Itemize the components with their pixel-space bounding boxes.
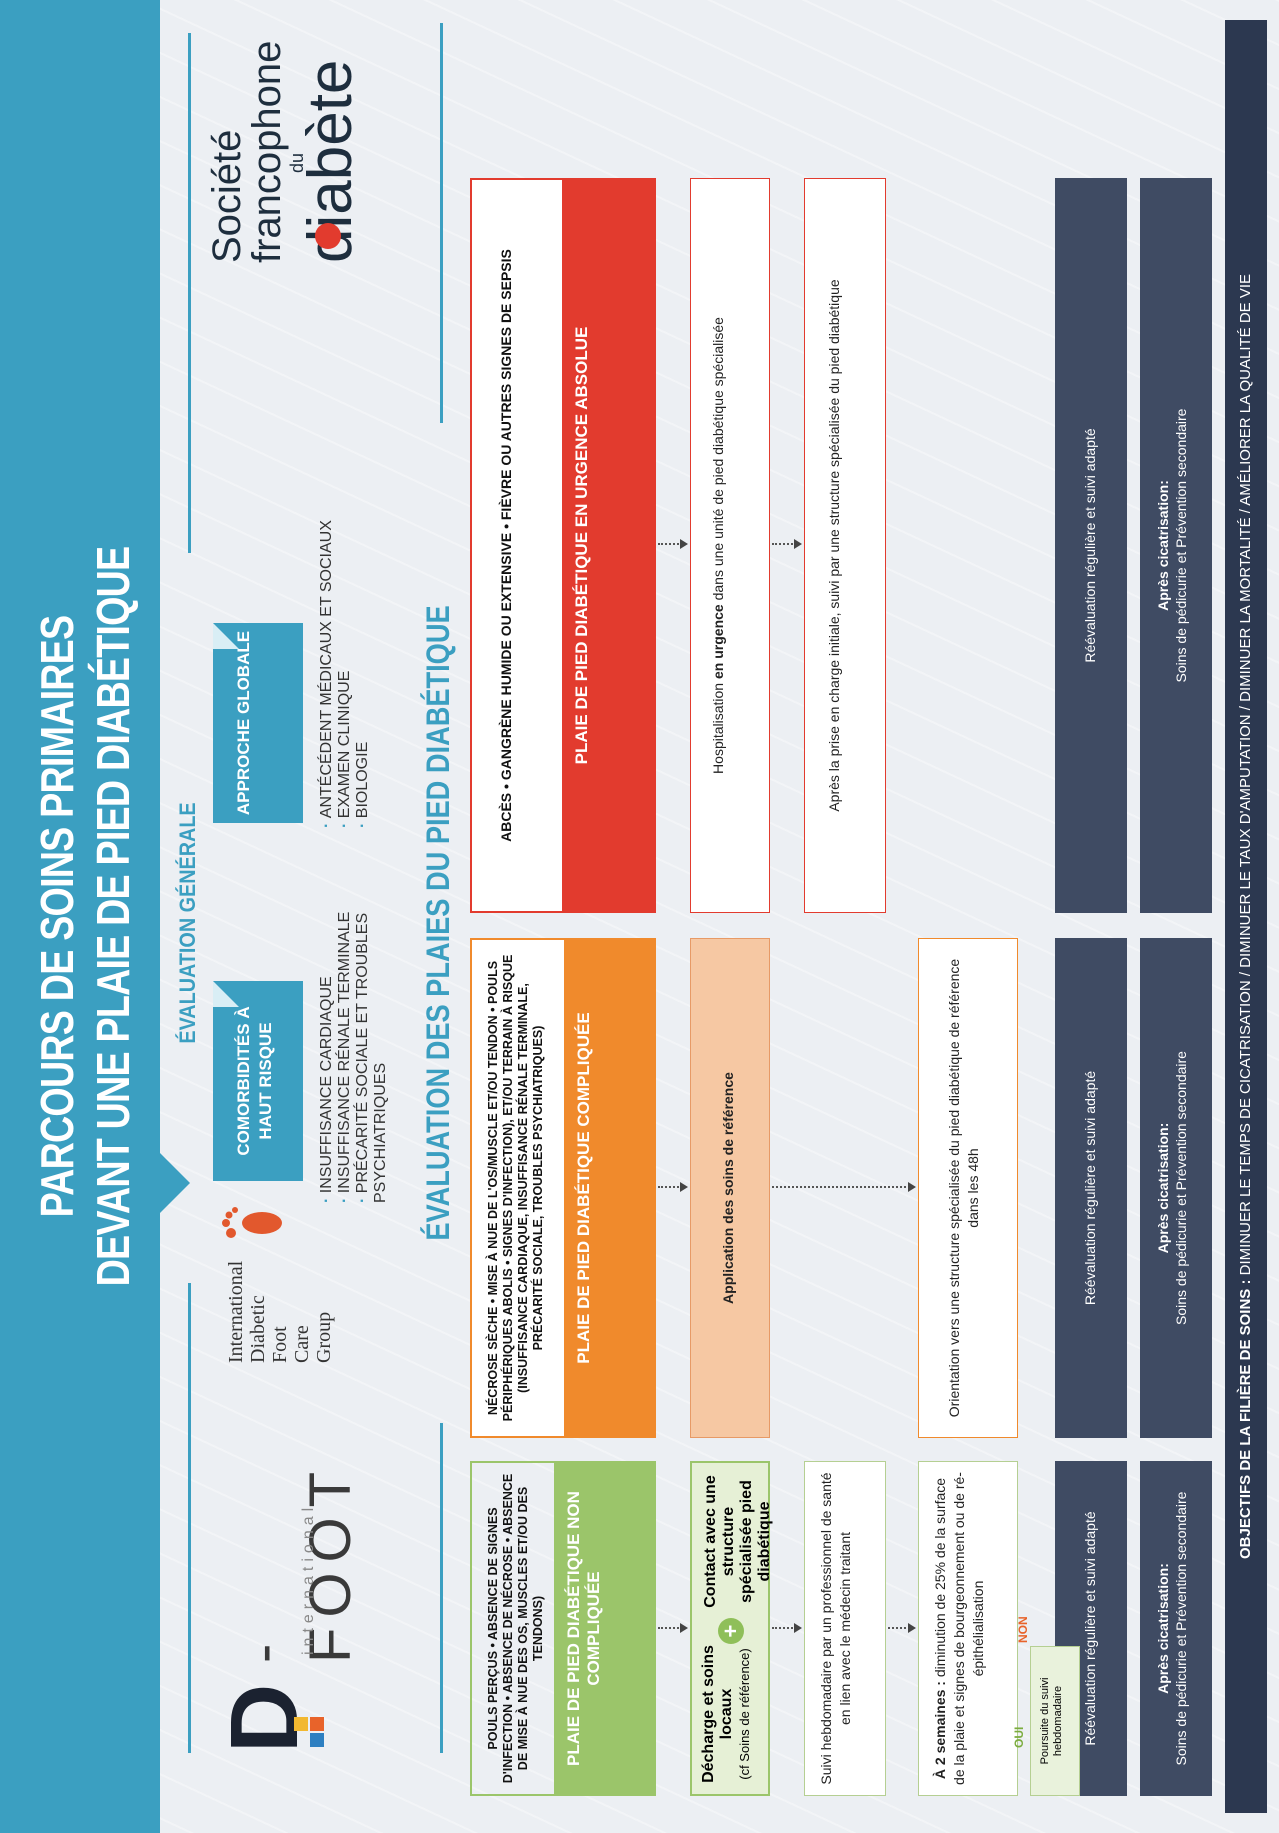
comorbidite-item: INSUFFISANCE RÉNALE TERMINALE (336, 883, 354, 1203)
oui-label: OUI (1012, 1726, 1026, 1748)
plus-icon: + (718, 1618, 744, 1644)
iwgdf-line: International (225, 1260, 247, 1363)
orientation-card: Orientation vers une structure spécialis… (918, 938, 1018, 1438)
section-rule (188, 1283, 191, 1753)
dfoot-logo-square-blue (310, 1733, 324, 1747)
iwgdf-line: Diabetic (247, 1295, 269, 1363)
apres-cicatrisation-box: Après cicatrisation: Soins de pédicurie … (1140, 178, 1212, 913)
hospitalisation-card: Hospitalisation en urgence dans une unit… (690, 178, 770, 913)
plaie-non-compliquee-card: POULS PERÇUS • ABSENCE DE SIGNES D'INFEC… (470, 1461, 656, 1796)
decharge-block: Décharge et soins locaux (cf Soins de ré… (700, 1644, 754, 1784)
non-compliquee-title: PLAIE DE PIED DIABÉTIQUE NON COMPLIQUÉE (554, 1463, 654, 1794)
apres-cicatrisation-label: Après cicatrisation: (1155, 1563, 1171, 1694)
apres-cicatrisation-label: Après cicatrisation: (1155, 480, 1171, 611)
hospitalisation-emphasis: en urgence (710, 604, 726, 679)
title-line-2: DEVANT UNE PLAIE DE PIED DIABÉTIQUE (87, 546, 139, 1287)
approche-item: ANTÉCÉDENT MÉDICAUX ET SOCIAUX (318, 448, 336, 828)
footprint-icon (222, 1207, 282, 1238)
sfd-logo: Société francophone du diabète (205, 13, 365, 323)
urgence-title: PLAIE DE PIED DIABÉTIQUE EN URGENCE ABSO… (562, 180, 654, 911)
approche-globale-list: ANTÉCÉDENT MÉDICAUX ET SOCIAUX EXAMEN CL… (318, 448, 372, 828)
sfd-logo-red-dot (315, 223, 341, 249)
poursuite-suivi-box: Poursuite du suivi hebdomadaire (1030, 1646, 1080, 1796)
contact-structure-label: Contact avec une structure spécialisée p… (702, 1475, 773, 1608)
hospitalisation-pre: Hospitalisation (710, 682, 726, 774)
decharge-contact-card: Décharge et soins locaux (cf Soins de ré… (690, 1461, 773, 1796)
application-soins-card: Application des soins de référence (690, 938, 770, 1438)
comorbidite-item: PRÉCARITÉ SOCIALE ET TROUBLES PSYCHIATRI… (354, 883, 390, 1203)
comorbidites-list: INSUFFISANCE CARDIAQUE INSUFFISANCE RÉNA… (318, 883, 390, 1203)
evaluation-plaies-title: ÉVALUATION DES PLAIES DU PIED DIABÉTIQUE (420, 605, 456, 1241)
dfoot-logo-square-orange (310, 1717, 324, 1731)
deux-semaines-label: À 2 semaines : (932, 1681, 948, 1780)
flow-arrow (658, 1627, 686, 1629)
section-rule (440, 23, 443, 423)
reevaluation-box: Réévaluation régulière et suivi adapté (1055, 178, 1127, 913)
apres-prise-en-charge-card: Après la prise en charge initiale, suivi… (804, 178, 886, 913)
title-line-1: PARCOURS DE SOINS PRIMAIRES (31, 615, 83, 1218)
apres-cicatrisation-text: Soins de pédicurie et Prévention seconda… (1173, 1051, 1189, 1325)
dfoot-logo: D - FOOT international (200, 1423, 363, 1753)
non-compliquee-criteria: POULS PERÇUS • ABSENCE DE SIGNES D'INFEC… (486, 1473, 545, 1784)
apres-cicatrisation-text: Soins de pédicurie et Prévention seconda… (1173, 408, 1189, 683)
hospitalisation-post: dans une unité de pied diabétique spécia… (710, 317, 726, 601)
objectives-text: DIMINUER LE TEMPS DE CICATRISATION / DIM… (1237, 273, 1254, 1276)
plaie-compliquee-card: NÉCROSE SÈCHE • MISE À NUE DE L'OS/MUSCL… (470, 938, 656, 1438)
evaluation-generale-title: ÉVALUATION GÉNÉRALE (175, 802, 200, 1044)
urgence-criteria: ABCÈS • GANGRÈNE HUMIDE OU EXTENSIVE • F… (498, 249, 514, 842)
iwgdf-line: Care (291, 1325, 313, 1363)
comorbidite-item: INSUFFISANCE CARDIAQUE (318, 883, 336, 1203)
flow-arrow (772, 1186, 914, 1188)
plaie-urgence-card: ABCÈS • GANGRÈNE HUMIDE OU EXTENSIVE • F… (470, 178, 656, 913)
approche-item: EXAMEN CLINIQUE (336, 448, 354, 828)
sfd-logo-line2: francophone (245, 40, 289, 263)
suivi-hebdomadaire-card: Suivi hebdomadaire par un professionnel … (804, 1461, 886, 1796)
objectives-label: OBJECTIFS DE LA FILIÈRE DE SOINS : (1237, 1279, 1254, 1560)
flow-arrow (772, 543, 800, 545)
non-label: NON (1016, 1616, 1030, 1643)
dfoot-logo-text: - FOOT (231, 1461, 363, 1663)
compliquee-criteria: NÉCROSE SÈCHE • MISE À NUE DE L'OS/MUSCL… (486, 954, 545, 1422)
sfd-logo-line1: Société (205, 129, 249, 263)
flow-arrow (658, 543, 686, 545)
compliquee-title: PLAIE DE PIED DIABÉTIQUE COMPLIQUÉE (564, 940, 654, 1436)
flow-arrow (772, 1627, 800, 1629)
objectives-bar: OBJECTIFS DE LA FILIÈRE DE SOINS : DIMIN… (1225, 20, 1267, 1813)
iwgdf-line: Group (313, 1311, 335, 1363)
dfoot-logo-subtitle: international (300, 1502, 317, 1655)
apres-cicatrisation-label: Après cicatrisation: (1155, 1122, 1171, 1254)
deux-semaines-card: À 2 semaines : diminution de 25% de la s… (918, 1461, 1018, 1796)
comorbidites-tag: COMORBIDITÉS À HAUT RISQUE (213, 981, 303, 1181)
flow-arrow (888, 1627, 914, 1629)
apres-cicatrisation-box: Après cicatrisation: Soins de pédicurie … (1140, 938, 1212, 1438)
decharge-label: Décharge et soins locaux (700, 1645, 735, 1783)
title-band: PARCOURS DE SOINS PRIMAIRES DEVANT UNE P… (0, 0, 160, 1833)
apres-cicatrisation-box: Après cicatrisation: Soins de pédicurie … (1140, 1461, 1212, 1796)
iwgdf-logo-text: International Diabetic Foot Care Group (225, 1261, 335, 1363)
reevaluation-box: Réévaluation régulière et suivi adapté (1055, 938, 1127, 1438)
approche-item: BIOLOGIE (354, 448, 372, 828)
approche-globale-tag: APPROCHE GLOBALE (213, 623, 303, 823)
iwgdf-line: Foot (269, 1326, 291, 1363)
apres-cicatrisation-text: Soins de pédicurie et Prévention seconda… (1173, 1491, 1189, 1766)
flow-arrow (658, 1186, 686, 1188)
dfoot-logo-square-yellow (294, 1717, 308, 1731)
section-rule (440, 1423, 443, 1753)
decharge-note: (cf Soins de référence) (737, 1648, 752, 1780)
section-rule (188, 33, 191, 553)
iwgdf-logo: International Diabetic Foot Care Group (205, 1193, 355, 1363)
